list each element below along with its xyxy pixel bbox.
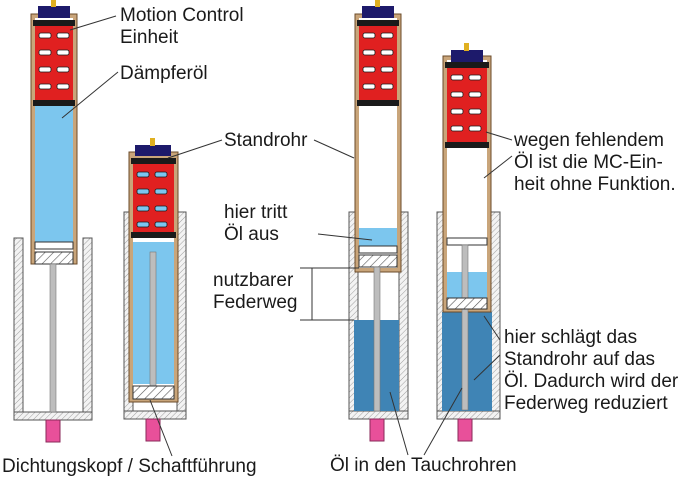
- label-bottom-out-line1: hier schlägt das: [504, 327, 638, 348]
- label-motion-control-line1: Motion Control: [120, 5, 244, 26]
- label-oil-lower-tubes: Öl in den Tauchrohren: [330, 455, 517, 476]
- label-bottom-out-line3: Öl. Dadurch wird der: [504, 371, 679, 392]
- label-bottom-out-line4: Federweg reduziert: [504, 393, 668, 414]
- label-missing-oil-line1: wegen fehlendem: [514, 130, 664, 151]
- seal-bolt: [45, 419, 61, 443]
- label-oil-leak-line1: hier tritt: [224, 202, 288, 223]
- mc-valves: [38, 32, 70, 90]
- damper-oil-remaining: [359, 228, 397, 246]
- seal-bolt: [145, 418, 161, 442]
- top-cap: [135, 145, 171, 156]
- fork-3-leaking: [348, 0, 409, 442]
- label-bottom-out-line2: Standrohr auf das: [504, 349, 656, 370]
- damper-rod: [49, 263, 57, 413]
- mc-valves: [362, 32, 394, 90]
- seal-bolt: [369, 418, 385, 442]
- lower-tube-right-wall: [82, 237, 93, 421]
- label-oil-leak-line2: Öl aus: [224, 224, 279, 245]
- lower-tube-left-wall: [13, 237, 24, 421]
- damper-rod: [373, 266, 381, 412]
- piston: [132, 385, 175, 400]
- label-oil-leak: hier tritt Öl aus: [224, 202, 287, 246]
- label-missing-oil-line3: heit ohne Funktion.: [514, 174, 676, 195]
- fork-4-bottomed: [436, 43, 501, 442]
- label-seal-head: Dichtungskopf / Schaftführung: [2, 456, 257, 477]
- piston: [34, 251, 74, 265]
- fork-2-compressed: [123, 138, 187, 442]
- leader-lines: [61, 15, 513, 457]
- label-standrohr: Standrohr: [224, 130, 308, 151]
- piston: [446, 297, 488, 310]
- lower-tube-bottom: [13, 411, 93, 421]
- top-cap: [362, 6, 394, 18]
- label-bottom-out: hier schlägt das Standrohr auf das Öl. D…: [504, 327, 678, 415]
- label-motion-control: Motion Control Einheit: [120, 5, 244, 49]
- fork-1-extended: [13, 0, 93, 443]
- mc-valves: [450, 74, 482, 132]
- piston: [358, 254, 398, 268]
- seal-bolt: [457, 418, 473, 442]
- label-usable-travel-line1: nutzbarer: [213, 270, 294, 291]
- top-cap: [38, 6, 70, 18]
- damper-rod: [461, 244, 469, 411]
- label-motion-control-line2: Einheit: [120, 27, 179, 48]
- label-usable-travel: nutzbarer Federweg: [213, 270, 298, 314]
- label-missing-oil: wegen fehlendem Öl ist die MC-Ein- heit …: [514, 130, 676, 196]
- label-daempferoel: Dämpferöl: [120, 63, 208, 84]
- label-missing-oil-line2: Öl ist die MC-Ein-: [514, 152, 663, 173]
- damper-rod: [149, 251, 157, 387]
- mc-valves: [136, 171, 168, 228]
- top-cap: [451, 50, 483, 62]
- label-usable-travel-line2: Federweg: [213, 292, 298, 313]
- damper-oil: [35, 104, 73, 242]
